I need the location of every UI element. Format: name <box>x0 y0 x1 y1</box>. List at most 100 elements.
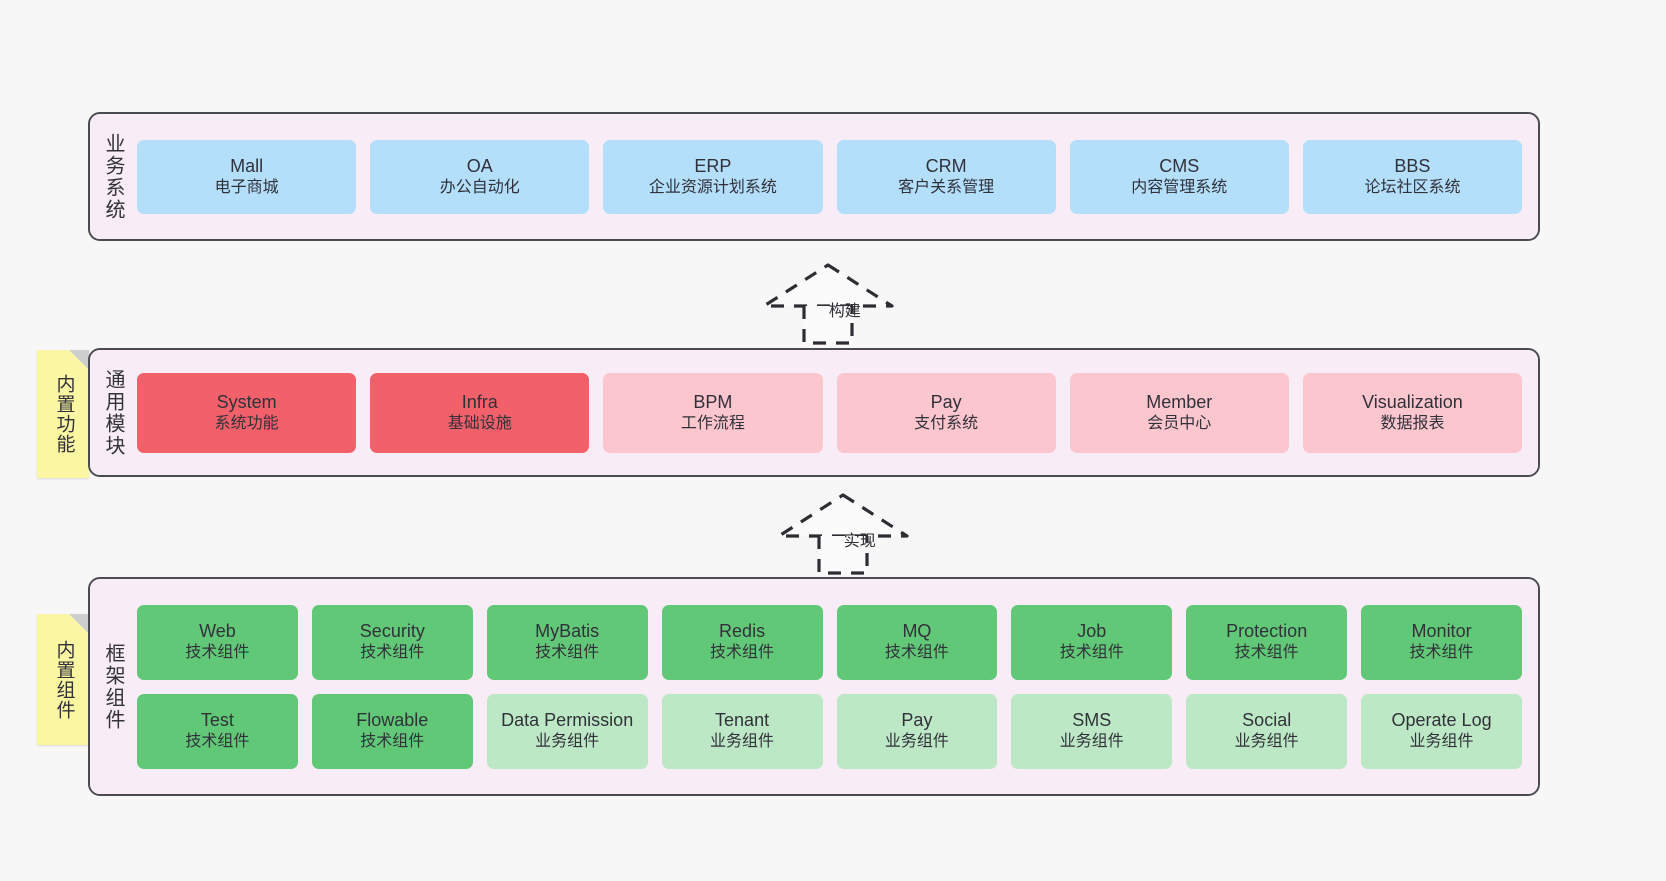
component-card-subtitle: 客户关系管理 <box>898 178 995 196</box>
component-card-subtitle: 技术组件 <box>1059 644 1124 662</box>
arrow-build: 构建 <box>758 261 898 345</box>
component-card[interactable]: Web 技术组件 <box>137 604 298 680</box>
component-card-subtitle: 技术组件 <box>360 644 425 662</box>
component-card-subtitle: 技术组件 <box>185 733 250 751</box>
component-card-subtitle: 业务组件 <box>1234 733 1299 751</box>
sticky-fold-icon <box>69 614 89 634</box>
component-card-title: Monitor <box>1411 621 1472 642</box>
component-card-subtitle: 技术组件 <box>360 733 425 751</box>
component-card[interactable]: Infra 基础设施 <box>370 372 590 453</box>
sticky-note-builtin-components-label: 内置组件 <box>53 639 75 720</box>
component-card[interactable]: System 系统功能 <box>137 372 357 453</box>
component-card[interactable]: Operate Log 业务组件 <box>1361 693 1522 769</box>
component-card-title: BBS <box>1394 155 1431 176</box>
component-card-title: System <box>216 391 277 412</box>
sticky-note-builtin-components: 内置组件 <box>37 614 89 745</box>
component-card[interactable]: Data Permission 业务组件 <box>486 693 648 769</box>
component-card-subtitle: 技术组件 <box>1234 644 1299 662</box>
component-card[interactable]: Flowable 技术组件 <box>311 693 473 769</box>
component-card-title: Web <box>199 621 236 642</box>
component-card-subtitle: 论坛社区系统 <box>1364 178 1461 196</box>
component-card-title: Operate Log <box>1391 710 1492 731</box>
component-card-title: Infra <box>461 391 498 412</box>
component-card-title: Data Permission <box>501 710 634 731</box>
component-card[interactable]: Member 会员中心 <box>1069 372 1289 453</box>
component-card-title: Redis <box>719 621 766 642</box>
component-card-subtitle: 电子商城 <box>214 178 279 196</box>
component-card[interactable]: Redis 技术组件 <box>661 604 823 680</box>
component-card-subtitle: 系统功能 <box>214 414 279 432</box>
component-card[interactable]: OA 办公自动化 <box>370 139 590 214</box>
component-card-title: BPM <box>693 391 733 412</box>
component-card-subtitle: 业务组件 <box>884 733 949 751</box>
component-card-title: CMS <box>1159 155 1200 176</box>
layer-common-label: 通用模块 <box>102 368 124 457</box>
layer-framework-label: 框架组件 <box>102 642 124 731</box>
component-card-title: Mall <box>230 155 264 176</box>
component-card-subtitle: 技术组件 <box>884 644 949 662</box>
component-card-title: Pay <box>930 391 962 412</box>
component-card-subtitle: 技术组件 <box>1409 644 1474 662</box>
component-card-title: ERP <box>694 155 732 176</box>
component-card-subtitle: 工作流程 <box>680 414 745 432</box>
component-card[interactable]: Social 业务组件 <box>1186 693 1348 769</box>
component-card[interactable]: BBS 论坛社区系统 <box>1302 139 1523 214</box>
component-card[interactable]: SMS 业务组件 <box>1011 693 1173 769</box>
component-card[interactable]: Mall 电子商城 <box>137 139 357 214</box>
component-card-subtitle: 内容管理系统 <box>1131 178 1228 196</box>
component-card-subtitle: 技术组件 <box>185 644 250 662</box>
component-card-title: SMS <box>1072 710 1112 731</box>
component-card-title: Social <box>1242 710 1292 731</box>
component-card-title: Job <box>1077 621 1107 642</box>
component-card-subtitle: 业务组件 <box>1059 733 1124 751</box>
component-card-subtitle: 数据报表 <box>1380 414 1445 432</box>
component-card[interactable]: Protection 技术组件 <box>1186 604 1348 680</box>
component-card[interactable]: Job 技术组件 <box>1011 604 1173 680</box>
component-card-subtitle: 技术组件 <box>535 644 600 662</box>
component-card-title: Flowable <box>356 710 429 731</box>
arrow-implement: 实现 <box>773 491 913 575</box>
component-card-subtitle: 办公自动化 <box>439 178 520 196</box>
component-card-title: Protection <box>1226 621 1308 642</box>
sticky-fold-icon <box>69 350 89 370</box>
component-card-subtitle: 会员中心 <box>1147 414 1212 432</box>
component-card-subtitle: 业务组件 <box>710 733 775 751</box>
component-card[interactable]: Tenant 业务组件 <box>661 693 823 769</box>
component-card-title: Tenant <box>715 710 770 731</box>
component-card-title: Visualization <box>1362 391 1463 412</box>
component-card[interactable]: Monitor 技术组件 <box>1361 604 1522 680</box>
component-card-subtitle: 技术组件 <box>710 644 775 662</box>
component-card-subtitle: 业务组件 <box>1409 733 1474 751</box>
component-card-subtitle: 业务组件 <box>535 733 600 751</box>
component-card[interactable]: CMS 内容管理系统 <box>1069 139 1289 214</box>
arrow-implement-label: 实现 <box>843 533 876 550</box>
layer-business-label: 业务系统 <box>102 132 124 221</box>
component-card[interactable]: MyBatis 技术组件 <box>486 604 648 680</box>
component-card-title: MyBatis <box>535 621 600 642</box>
component-card[interactable]: BPM 工作流程 <box>603 372 823 453</box>
component-card[interactable]: Visualization 数据报表 <box>1302 372 1523 453</box>
arrow-build-label: 构建 <box>828 303 861 320</box>
component-card-title: OA <box>466 155 493 176</box>
component-card-title: Member <box>1146 391 1213 412</box>
sticky-note-builtin-features: 内置功能 <box>37 350 89 478</box>
sticky-note-builtin-features-label: 内置功能 <box>53 374 75 454</box>
component-card-subtitle: 基础设施 <box>447 414 512 432</box>
